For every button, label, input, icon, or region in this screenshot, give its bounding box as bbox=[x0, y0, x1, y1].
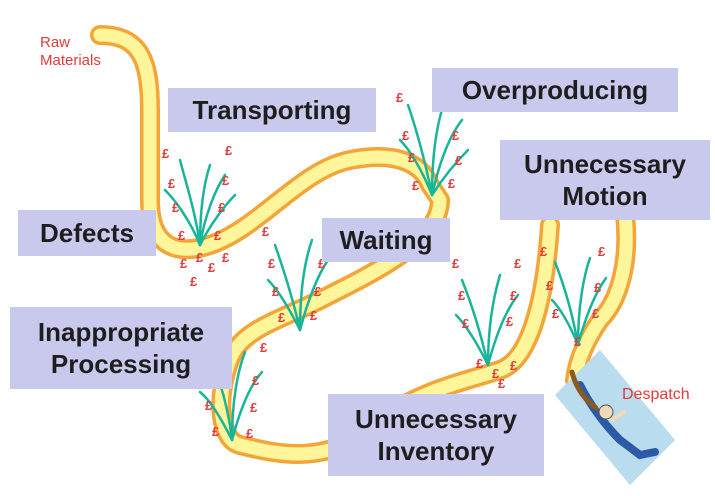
cost-marker: £ bbox=[476, 356, 484, 371]
cost-marker: £ bbox=[452, 256, 460, 271]
weed-clusters bbox=[163, 98, 608, 442]
figure-arm bbox=[610, 410, 626, 422]
cost-marker: £ bbox=[310, 308, 318, 323]
cost-marker: £ bbox=[594, 280, 602, 295]
cost-marker: £ bbox=[218, 200, 226, 215]
cost-marker: £ bbox=[598, 244, 606, 259]
cost-marker: £ bbox=[168, 176, 176, 191]
weed-overproducing bbox=[398, 98, 470, 197]
cost-marker: £ bbox=[314, 284, 322, 299]
cost-marker: £ bbox=[455, 153, 463, 168]
cost-marker: £ bbox=[540, 244, 548, 259]
cost-marker: £ bbox=[402, 128, 410, 143]
cost-marker: £ bbox=[506, 314, 514, 329]
cost-marker: £ bbox=[190, 274, 198, 289]
cost-marker: £ bbox=[318, 256, 326, 271]
box-defects: Defects bbox=[18, 210, 156, 256]
cost-marker: £ bbox=[162, 146, 170, 161]
weed-defects bbox=[163, 158, 237, 247]
box-text: Inappropriate bbox=[37, 317, 205, 347]
label-raw: Raw bbox=[40, 34, 71, 51]
box-inappropriate-processing: Inappropriate Processing bbox=[10, 307, 232, 389]
box-unnecessary-inventory: Unnecessary Inventory bbox=[328, 394, 544, 476]
cost-marker: £ bbox=[574, 334, 582, 349]
cost-marker: £ bbox=[225, 143, 233, 158]
weed-inventory bbox=[454, 273, 520, 367]
cost-markers: £ £ £ £ £ £ £ £ £ £ £ £ £ £ £ £ £ £ £ £ … bbox=[162, 90, 606, 441]
box-waiting: Waiting bbox=[322, 218, 450, 262]
box-text: Overproducing bbox=[461, 75, 649, 105]
box-unnecessary-motion: Unnecessary Motion bbox=[500, 140, 710, 220]
box-text: Unnecessary bbox=[524, 149, 686, 179]
cost-marker: £ bbox=[408, 150, 416, 165]
box-text: Defects bbox=[40, 218, 134, 248]
cost-marker: £ bbox=[180, 256, 188, 271]
cost-marker: £ bbox=[214, 228, 222, 243]
weed-motion bbox=[550, 256, 608, 347]
cost-marker: £ bbox=[412, 178, 420, 193]
cost-marker: £ bbox=[246, 426, 254, 441]
cost-marker: £ bbox=[208, 260, 216, 275]
cost-marker: £ bbox=[492, 366, 500, 381]
cost-marker: £ bbox=[448, 176, 456, 191]
figure-head bbox=[598, 404, 614, 420]
cost-marker: £ bbox=[196, 250, 204, 265]
figure-board bbox=[569, 369, 599, 411]
cost-marker: £ bbox=[510, 358, 518, 373]
cost-marker: £ bbox=[546, 278, 554, 293]
cost-marker: £ bbox=[250, 400, 258, 415]
cost-marker: £ bbox=[260, 340, 268, 355]
box-text: Unnecessary bbox=[355, 404, 517, 434]
cost-marker: £ bbox=[552, 306, 560, 321]
label-raw-materials: Raw Materials bbox=[40, 34, 101, 70]
cost-marker: £ bbox=[222, 250, 230, 265]
box-overproducing: Overproducing bbox=[432, 68, 678, 112]
cost-marker: £ bbox=[212, 424, 220, 439]
cost-marker: £ bbox=[272, 284, 280, 299]
cost-marker: £ bbox=[498, 376, 506, 391]
label-materials: Materials bbox=[40, 52, 101, 69]
label-despatch: Despatch bbox=[622, 386, 690, 403]
cost-marker: £ bbox=[252, 373, 260, 388]
cost-marker: £ bbox=[592, 306, 600, 321]
cost-marker: £ bbox=[222, 173, 230, 188]
cost-marker: £ bbox=[178, 228, 186, 243]
cost-marker: £ bbox=[396, 90, 404, 105]
box-text: Processing bbox=[50, 349, 192, 379]
cost-marker: £ bbox=[462, 316, 470, 331]
box-text: Inventory bbox=[377, 436, 495, 466]
cost-marker: £ bbox=[172, 200, 180, 215]
cost-marker: £ bbox=[510, 288, 518, 303]
cost-marker: £ bbox=[262, 224, 270, 239]
cost-marker: £ bbox=[278, 310, 286, 325]
despatch-figure bbox=[555, 350, 675, 485]
box-transporting: Transporting bbox=[168, 88, 376, 132]
box-text: Transporting bbox=[192, 95, 352, 125]
box-text: Waiting bbox=[339, 225, 433, 255]
weed-waiting bbox=[266, 238, 330, 332]
cost-marker: £ bbox=[268, 256, 276, 271]
cost-marker: £ bbox=[452, 128, 460, 143]
cost-marker: £ bbox=[458, 288, 466, 303]
cost-marker: £ bbox=[514, 256, 522, 271]
cost-marker: £ bbox=[205, 398, 213, 413]
box-text: Motion bbox=[562, 181, 648, 211]
